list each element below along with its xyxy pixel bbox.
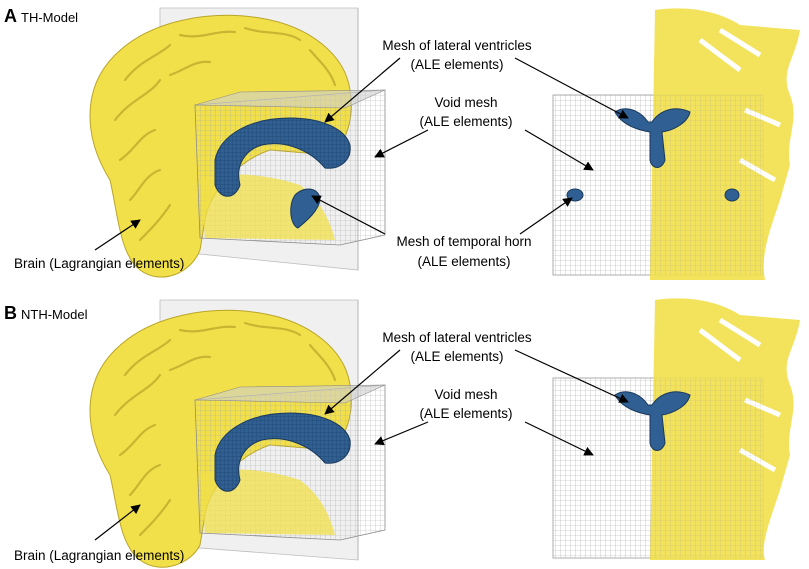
panel-a: A TH-Model xyxy=(4,6,800,280)
arrow-void-right xyxy=(524,421,594,456)
label-temporal-horn: Mesh of temporal horn xyxy=(396,234,531,249)
arrow-lateral-left xyxy=(324,349,401,415)
label-void-mesh: Void mesh xyxy=(434,387,497,402)
coronal-slice-view xyxy=(552,298,800,560)
label-temporal-horn-ale: (ALE elements) xyxy=(417,254,510,269)
arrow-void-left xyxy=(374,129,429,158)
coronal-slice-view xyxy=(552,8,800,280)
arrow-lateral-left xyxy=(324,57,401,123)
arrow-brain xyxy=(94,504,141,541)
lateral-ventricle-grid xyxy=(215,413,351,492)
panel-b: B NTH-Model xyxy=(4,298,800,568)
lateral-ventricle-grid xyxy=(215,118,351,197)
label-void-mesh-ale: (ALE elements) xyxy=(419,114,512,129)
slice-lateral-ventricles xyxy=(614,391,691,451)
panel-title: TH-Model xyxy=(21,10,78,25)
slice-lateral-ventricles xyxy=(614,108,691,168)
label-lateral-ventricles: Mesh of lateral ventricles xyxy=(382,38,532,53)
brain-3d-view xyxy=(89,299,386,568)
panel-letter: A xyxy=(4,6,17,26)
label-lateral-ventricles-ale: (ALE elements) xyxy=(410,57,503,72)
label-brain: Brain (Lagrangian elements) xyxy=(14,548,184,563)
arrow-lateral-right xyxy=(514,349,629,403)
slice-gyri xyxy=(698,27,781,183)
arrow-temporal-left xyxy=(311,195,386,235)
arrow-void-right xyxy=(524,129,594,171)
slice-temporal-horn-right xyxy=(724,188,740,202)
label-void-mesh-ale: (ALE elements) xyxy=(419,406,512,421)
panel-letter: B xyxy=(4,303,17,323)
arrow-temporal-right xyxy=(519,197,573,235)
label-lateral-ventricles-ale: (ALE elements) xyxy=(410,349,503,364)
void-mesh-top xyxy=(194,89,386,109)
void-mesh-top xyxy=(194,384,386,404)
arrow-brain xyxy=(94,219,141,251)
arrow-void-left xyxy=(374,421,429,446)
panel-title: NTH-Model xyxy=(21,307,88,322)
label-lateral-ventricles: Mesh of lateral ventricles xyxy=(382,330,532,345)
arrow-lateral-right xyxy=(514,57,629,119)
brain-sulci xyxy=(113,321,337,537)
slice-gyri xyxy=(698,317,781,473)
brain-sulci xyxy=(113,26,337,242)
label-brain: Brain (Lagrangian elements) xyxy=(14,256,184,271)
label-void-mesh: Void mesh xyxy=(434,95,497,110)
brain-3d-view xyxy=(89,7,386,278)
